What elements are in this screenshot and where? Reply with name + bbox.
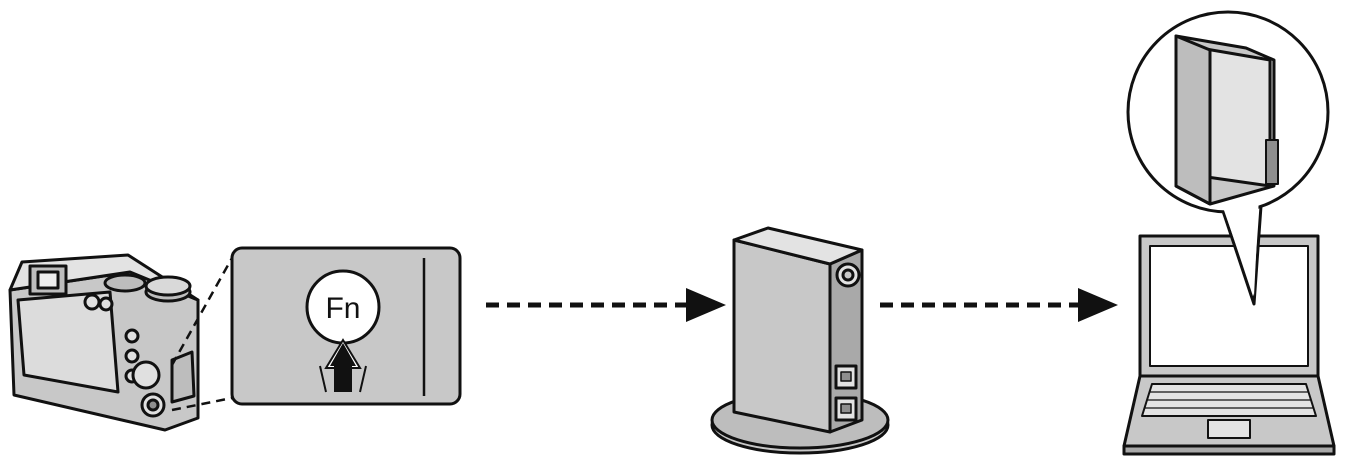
transfer-arrow-router-to-laptop [880,288,1118,322]
fn-button-callout: Fn [230,246,462,406]
zoom-lines [170,257,234,412]
folder-callout [1126,10,1330,306]
fn-button-label: Fn [325,292,360,325]
folder-icon [1174,34,1279,206]
wireless-router-icon [710,226,890,455]
transfer-arrow-camera-to-router [486,288,726,322]
press-arrow-icon [319,338,367,393]
camera-icon [8,253,200,432]
laptop-icon [1122,234,1336,456]
